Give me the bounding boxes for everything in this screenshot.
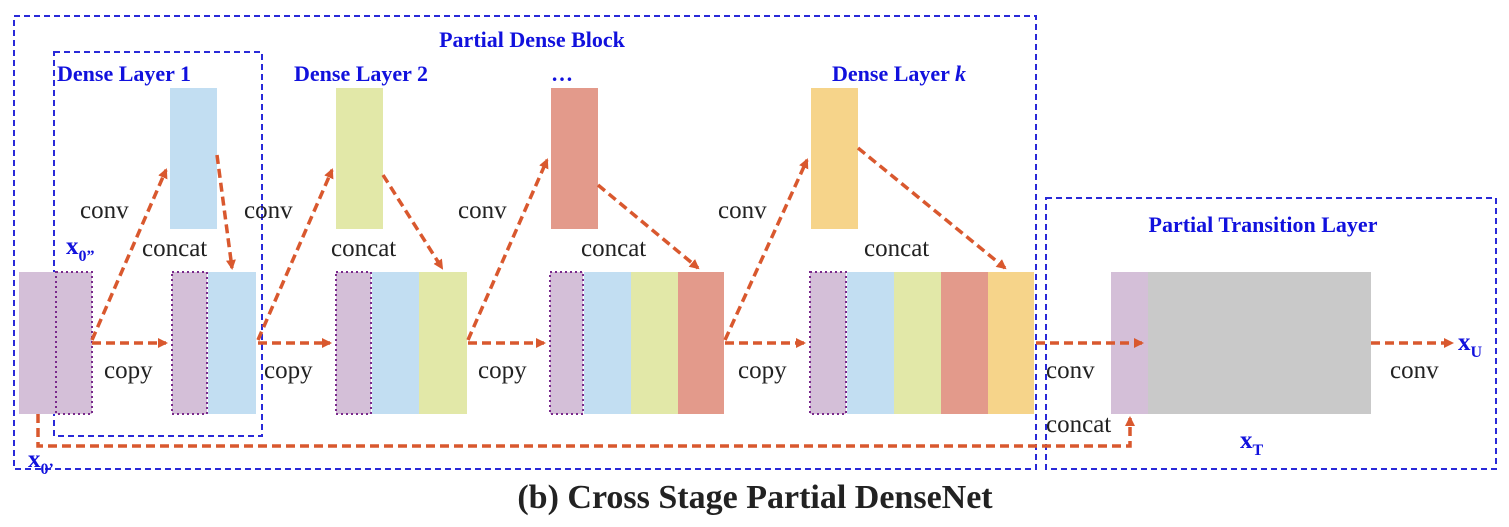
stage1-copied-part bbox=[171, 271, 208, 415]
conv-arrow-3 bbox=[466, 158, 549, 341]
symbol-xT: xT bbox=[1240, 427, 1264, 459]
label-transition-conv: conv bbox=[1046, 357, 1095, 384]
dense-layer-k-title: Dense Layer k bbox=[832, 61, 966, 86]
transition-x0-prime-part bbox=[1111, 272, 1148, 414]
partial-transition-layer-title: Partial Transition Layer bbox=[1149, 212, 1378, 237]
stagek-feature-3 bbox=[941, 272, 988, 414]
concat-arrow-2 bbox=[381, 174, 444, 270]
stage3-feature-2 bbox=[631, 272, 678, 414]
dataflow-arrows bbox=[36, 146, 1454, 448]
symbol-xU: xU bbox=[1458, 329, 1483, 361]
x0p-base: x bbox=[28, 446, 41, 473]
label-transition-concat: concat bbox=[1046, 411, 1111, 438]
label-copy-1: copy bbox=[104, 357, 153, 384]
dense-layer-k-var: k bbox=[955, 61, 966, 86]
stage3-copied-part bbox=[549, 271, 584, 415]
stagek-feature-k bbox=[988, 272, 1034, 414]
label-copy-2: copy bbox=[264, 357, 313, 384]
conv-arrow-1 bbox=[90, 168, 168, 341]
label-concat-2: concat bbox=[331, 235, 396, 262]
transition-xT-block bbox=[1148, 272, 1371, 414]
label-output-conv: conv bbox=[1390, 357, 1439, 384]
dense-layer-ellipsis: … bbox=[551, 61, 573, 86]
stage2-feature-2 bbox=[419, 272, 467, 414]
conv-output-1 bbox=[170, 88, 217, 229]
skip-path-x0-prime bbox=[36, 414, 1135, 448]
x0p-sub: 0’ bbox=[41, 461, 54, 478]
label-conv-k: conv bbox=[718, 197, 767, 224]
dense-layer-1-title: Dense Layer 1 bbox=[57, 61, 191, 86]
partial-transition-layer-box bbox=[1045, 197, 1497, 470]
xU-sub: U bbox=[1471, 344, 1483, 361]
dense-layer-k-prefix: Dense Layer bbox=[832, 61, 955, 86]
label-concat-3: concat bbox=[581, 235, 646, 262]
conv-output-k bbox=[811, 88, 858, 229]
x0dp-base: x bbox=[66, 233, 79, 260]
xT-sub: T bbox=[1253, 442, 1264, 459]
stage3-feature-1 bbox=[584, 272, 631, 414]
dense-layer-2-title: Dense Layer 2 bbox=[294, 61, 428, 86]
symbol-x0-double-prime: x0” bbox=[66, 233, 95, 265]
input-part-x0-prime bbox=[19, 272, 56, 414]
label-conv-3: conv bbox=[458, 197, 507, 224]
x0dp-sub: 0” bbox=[79, 248, 95, 265]
conv-output-2 bbox=[336, 88, 383, 229]
concat-arrow-3 bbox=[596, 183, 700, 270]
stage1-feature-1 bbox=[208, 272, 256, 414]
stagek-feature-2 bbox=[894, 272, 941, 414]
stage3-feature-3 bbox=[678, 272, 724, 414]
stagek-copied-part bbox=[809, 271, 847, 415]
concat-arrow-1 bbox=[215, 154, 236, 270]
label-conv-1: conv bbox=[80, 197, 129, 224]
concat-arrow-k bbox=[856, 146, 1007, 270]
label-copy-k: copy bbox=[738, 357, 787, 384]
partial-dense-block-title: Partial Dense Block bbox=[439, 27, 626, 52]
label-concat-1: concat bbox=[142, 235, 207, 262]
stage2-feature-1 bbox=[372, 272, 419, 414]
input-part-x0-double-prime bbox=[55, 271, 93, 415]
figure-caption: (b) Cross Stage Partial DenseNet bbox=[517, 479, 993, 516]
conv-arrow-k bbox=[723, 158, 809, 341]
xU-base: x bbox=[1458, 329, 1471, 356]
label-copy-3: copy bbox=[478, 357, 527, 384]
stage2-copied-part bbox=[335, 271, 372, 415]
stagek-feature-1 bbox=[847, 272, 894, 414]
label-concat-k: concat bbox=[864, 235, 929, 262]
conv-arrow-2 bbox=[256, 168, 334, 341]
dense-layer-1-box bbox=[53, 51, 263, 437]
partial-dense-block-box bbox=[13, 15, 1037, 470]
label-conv-2: conv bbox=[244, 197, 293, 224]
xT-base: x bbox=[1240, 427, 1253, 454]
conv-output-3 bbox=[551, 88, 598, 229]
symbol-x0-prime: x0’ bbox=[28, 446, 54, 478]
